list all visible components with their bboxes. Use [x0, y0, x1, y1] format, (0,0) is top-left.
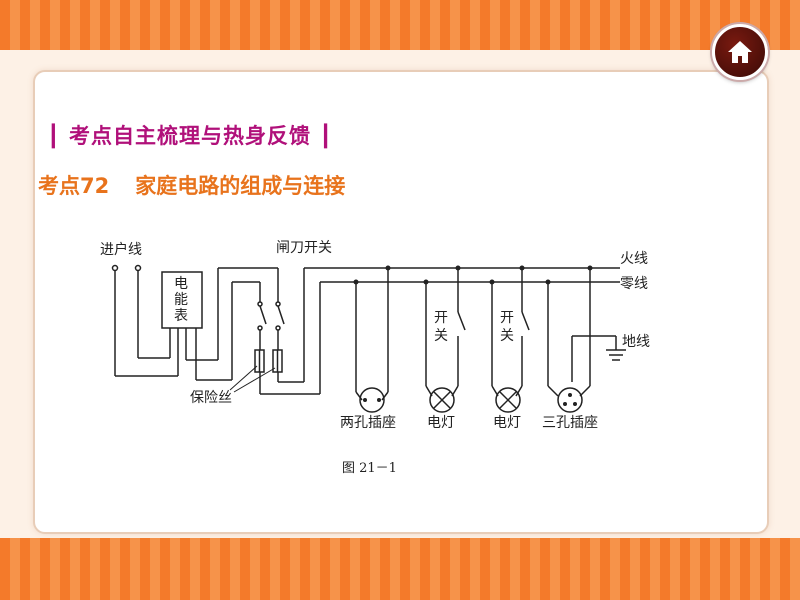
label-fuse: 保险丝	[190, 390, 232, 406]
topic-title: 考点72 家庭电路的组成与连接	[38, 170, 345, 200]
top-stripe-band	[0, 0, 800, 50]
label-knife-switch: 闸刀开关	[276, 240, 332, 256]
label-switch-1-top: 开	[434, 310, 448, 326]
three-pin-socket-symbol	[557, 387, 583, 413]
section-bar-left: ┃	[47, 124, 61, 148]
circuit-diagram-svg: 进户线 电 能 表 闸刀开关 火线 零线 保险丝 开 关 开 关 地线 两孔插座…	[100, 240, 650, 476]
section-title: ┃ 考点自主梳理与热身反馈 ┃	[47, 120, 333, 150]
bottom-stripe-band	[0, 538, 800, 600]
home-icon	[728, 41, 752, 63]
label-live-wire: 火线	[620, 251, 648, 267]
service-terminal-1	[111, 264, 119, 272]
meter-box	[161, 271, 203, 329]
label-meter-1: 电	[174, 276, 188, 292]
circuit-diagram: 进户线 电 能 表 闸刀开关 火线 零线 保险丝 开 关 开 关 地线 两孔插座…	[100, 232, 666, 482]
service-terminal-2	[134, 264, 142, 272]
topic-number: 考点72	[38, 174, 110, 198]
label-meter-2: 能	[174, 292, 188, 308]
figure-caption: 图 21－1	[342, 461, 397, 476]
section-title-text: 考点自主梳理与热身反馈	[68, 124, 311, 148]
label-meter-3: 表	[174, 308, 188, 324]
label-switch-2-bottom: 关	[500, 328, 514, 344]
label-two-pin-socket: 两孔插座	[340, 415, 396, 431]
home-button[interactable]	[712, 24, 768, 80]
two-pin-socket-symbol	[359, 387, 385, 413]
label-three-pin-socket: 三孔插座	[542, 415, 598, 431]
label-switch-1-bottom: 关	[434, 328, 448, 344]
section-bar-right: ┃	[319, 124, 333, 148]
label-lamp-1: 电灯	[427, 415, 455, 431]
label-ground-wire: 地线	[622, 334, 650, 350]
label-neutral-wire: 零线	[620, 276, 648, 292]
lamp-2-symbol	[495, 387, 521, 413]
label-service-line: 进户线	[100, 241, 142, 258]
lamp-1-symbol	[429, 387, 455, 413]
topic-title-text: 家庭电路的组成与连接	[135, 174, 346, 198]
label-switch-2-top: 开	[500, 310, 514, 326]
label-lamp-2: 电灯	[493, 415, 521, 431]
